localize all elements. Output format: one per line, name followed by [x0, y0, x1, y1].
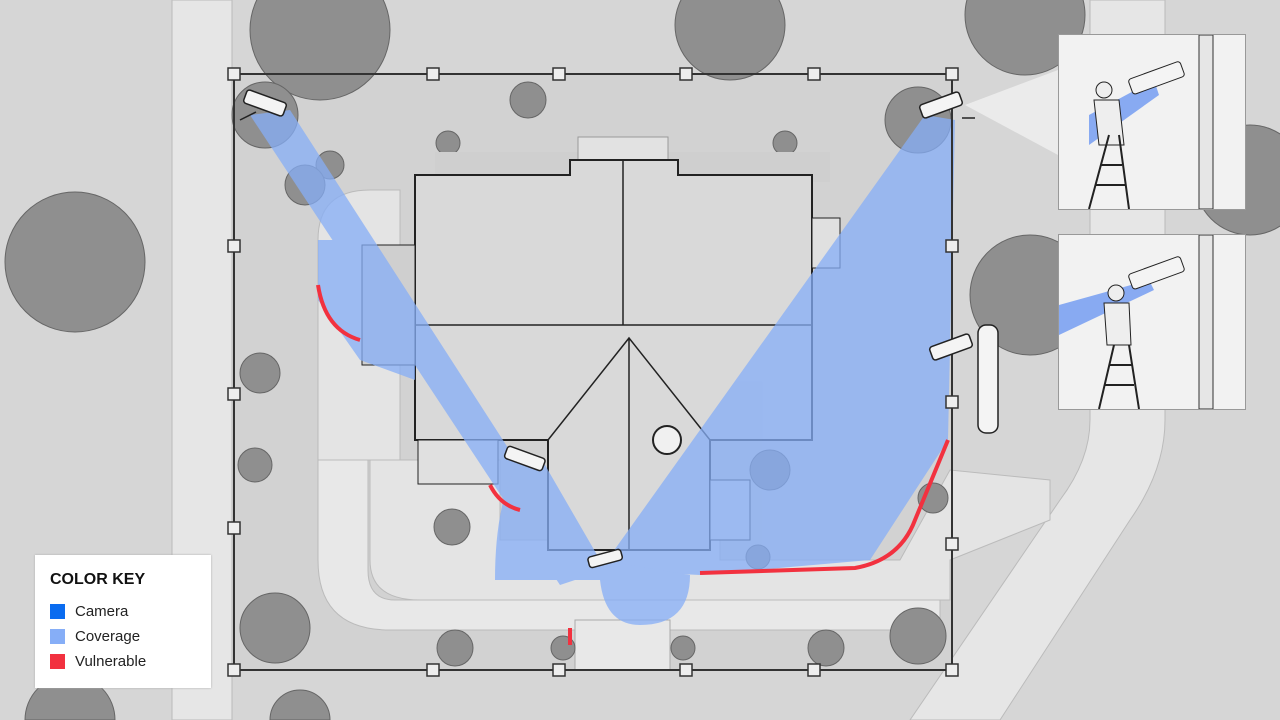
technician-ladder-illustration — [1088, 34, 1214, 210]
cameras — [239, 89, 999, 569]
camera-porch-icon — [587, 548, 624, 569]
curved-walk — [317, 459, 941, 631]
coverage-side — [318, 240, 415, 380]
camera-ne-icon — [918, 91, 975, 119]
camera-front-icon — [503, 445, 546, 472]
inset-installation-bottom — [1058, 234, 1246, 410]
camera-east-icon — [928, 324, 999, 434]
color-key-title: COLOR KEY — [50, 571, 146, 588]
coverage-nw — [250, 110, 590, 585]
camera-swatch — [50, 604, 65, 619]
perimeter-fence — [227, 67, 959, 677]
coverage-ne — [600, 115, 955, 575]
vulnerable-swatch — [50, 654, 65, 669]
color-key: COLOR KEY Camera Coverage Vulnerable — [35, 555, 211, 688]
vulnerable-zones — [316, 284, 950, 645]
key-item-vulnerable: Vulnerable — [50, 653, 146, 670]
coverage-front — [495, 460, 690, 625]
key-label: Camera — [75, 603, 129, 620]
key-label: Coverage — [75, 628, 141, 645]
callout-pointer — [965, 70, 1058, 155]
key-label: Vulnerable — [75, 653, 147, 670]
technician-ladder-illustration — [1059, 234, 1214, 410]
front-steps — [574, 619, 671, 671]
coverage-swatch — [50, 629, 65, 644]
key-item-coverage: Coverage — [50, 628, 140, 645]
key-item-camera: Camera — [50, 603, 128, 620]
coverage-areas — [250, 110, 955, 625]
inset-installation-top — [1058, 34, 1246, 210]
camera-nw-icon — [239, 89, 288, 121]
